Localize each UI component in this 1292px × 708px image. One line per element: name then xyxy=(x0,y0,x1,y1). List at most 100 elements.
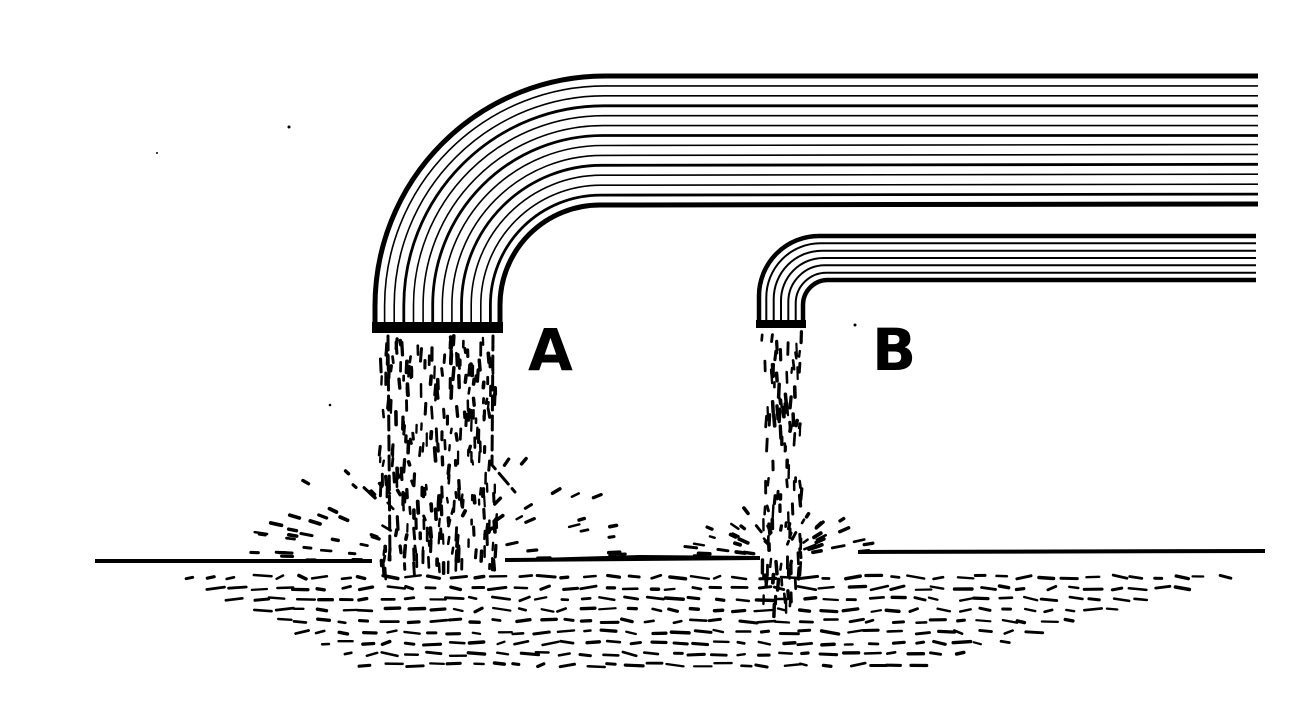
pool-dash xyxy=(952,629,964,636)
stream-b-drop xyxy=(769,368,774,379)
pool-dash xyxy=(821,663,833,668)
pool-dash xyxy=(386,629,398,634)
pool-dash xyxy=(341,585,352,590)
splash-a-drop xyxy=(369,489,377,497)
splash-b-drop xyxy=(802,538,809,544)
stream-a-drop xyxy=(486,401,490,411)
pool-dash xyxy=(650,573,663,580)
pool-dash xyxy=(225,575,236,581)
pool-dash xyxy=(275,574,285,580)
stream-a-drop xyxy=(434,427,439,443)
pool-dash xyxy=(356,608,374,613)
stream-a-drop xyxy=(466,408,471,422)
pool-dash xyxy=(429,618,449,623)
pool-dash xyxy=(956,618,966,623)
splash-a-drop xyxy=(577,516,587,522)
pipe-b-contour-line xyxy=(780,257,1256,320)
splash-b-drop xyxy=(815,533,828,542)
pool-dash xyxy=(361,641,376,646)
pool-dash xyxy=(753,608,774,613)
pool-dash xyxy=(778,651,794,655)
pool-dash xyxy=(691,586,703,591)
pool-dash xyxy=(580,596,592,601)
splash-a-drop xyxy=(429,502,434,512)
stream-a-drop xyxy=(394,528,399,538)
stream-a-drop xyxy=(484,397,489,405)
pool-dash xyxy=(669,630,691,635)
pool-dash xyxy=(496,640,506,646)
splash-a-drop xyxy=(567,523,581,529)
pool-dash xyxy=(403,641,416,646)
stream-a-drop xyxy=(439,527,443,541)
splash-b-drop xyxy=(812,531,823,540)
pool-dash xyxy=(645,595,665,601)
splash-b-drop xyxy=(731,532,740,539)
stream-b-drop xyxy=(797,361,802,374)
water-pool-texture xyxy=(184,573,1233,669)
stream-a-drop xyxy=(419,347,423,363)
pipe-a-contour-line xyxy=(480,183,1259,322)
pool-dash xyxy=(844,574,862,581)
stream-a-drop xyxy=(408,505,412,516)
splash-b-drop xyxy=(716,547,730,553)
pool-dash xyxy=(253,597,271,602)
stream-b-drop xyxy=(788,559,793,568)
pool-dash xyxy=(776,607,787,612)
pool-dash xyxy=(998,596,1014,600)
pool-dash xyxy=(691,641,710,647)
stream-b-drop xyxy=(797,422,802,430)
pool-dash xyxy=(714,597,726,602)
pool-dash xyxy=(556,629,576,633)
splash-a-drop xyxy=(386,489,392,495)
pool-dash xyxy=(891,640,906,645)
pool-dash xyxy=(297,573,308,581)
pool-dash xyxy=(539,584,551,591)
splash-a-drop xyxy=(519,456,528,466)
pool-dash xyxy=(672,619,683,625)
pipe-a-contour-line xyxy=(489,192,1259,322)
pool-dash xyxy=(972,596,990,601)
pool-dash xyxy=(386,585,407,590)
pool-dash xyxy=(890,575,901,579)
stream-a-drop xyxy=(408,355,412,364)
stream-a-drop xyxy=(471,396,476,407)
water-stream-b xyxy=(760,330,804,619)
pool-dash xyxy=(757,640,772,646)
pool-dash xyxy=(1128,575,1144,580)
stream-a-drop xyxy=(454,526,459,542)
stream-a-drop xyxy=(454,549,459,563)
pipe-b-outlet-rim xyxy=(756,320,806,328)
pool-dash xyxy=(799,662,808,667)
splash-a-drop xyxy=(327,506,339,514)
pool-dash xyxy=(937,629,957,634)
pipe-a-contour-line xyxy=(441,143,1259,322)
stream-b-drop xyxy=(788,424,793,433)
stream-a-drop xyxy=(463,346,467,355)
stream-a-drop xyxy=(483,494,486,508)
stream-a-drop xyxy=(463,373,468,384)
water-stream-a xyxy=(377,334,517,581)
pool-dash xyxy=(869,584,890,592)
pool-dash xyxy=(864,618,875,624)
pool-dash xyxy=(205,575,216,580)
pool-dash xyxy=(927,596,939,601)
pipe-b-contour-line xyxy=(756,233,1256,320)
splash-a-drop xyxy=(286,527,299,533)
splash-a-drop xyxy=(274,550,288,555)
pool-dash xyxy=(425,650,443,656)
pool-dash xyxy=(735,598,751,603)
pool-dash xyxy=(513,639,530,646)
pool-dash xyxy=(541,640,560,647)
stream-a-drop xyxy=(399,466,404,482)
pool-dash xyxy=(540,617,558,622)
pool-dash xyxy=(913,596,927,602)
splash-b-drop xyxy=(705,525,714,531)
splash-a-drop xyxy=(359,542,369,547)
stream-b-drop xyxy=(781,405,786,419)
stream-a-drop xyxy=(418,446,422,458)
stream-a-drop xyxy=(478,486,482,496)
pipe-b-contour-line xyxy=(800,277,1256,320)
pool-dash xyxy=(357,619,370,623)
splash-b-drop xyxy=(852,538,866,544)
